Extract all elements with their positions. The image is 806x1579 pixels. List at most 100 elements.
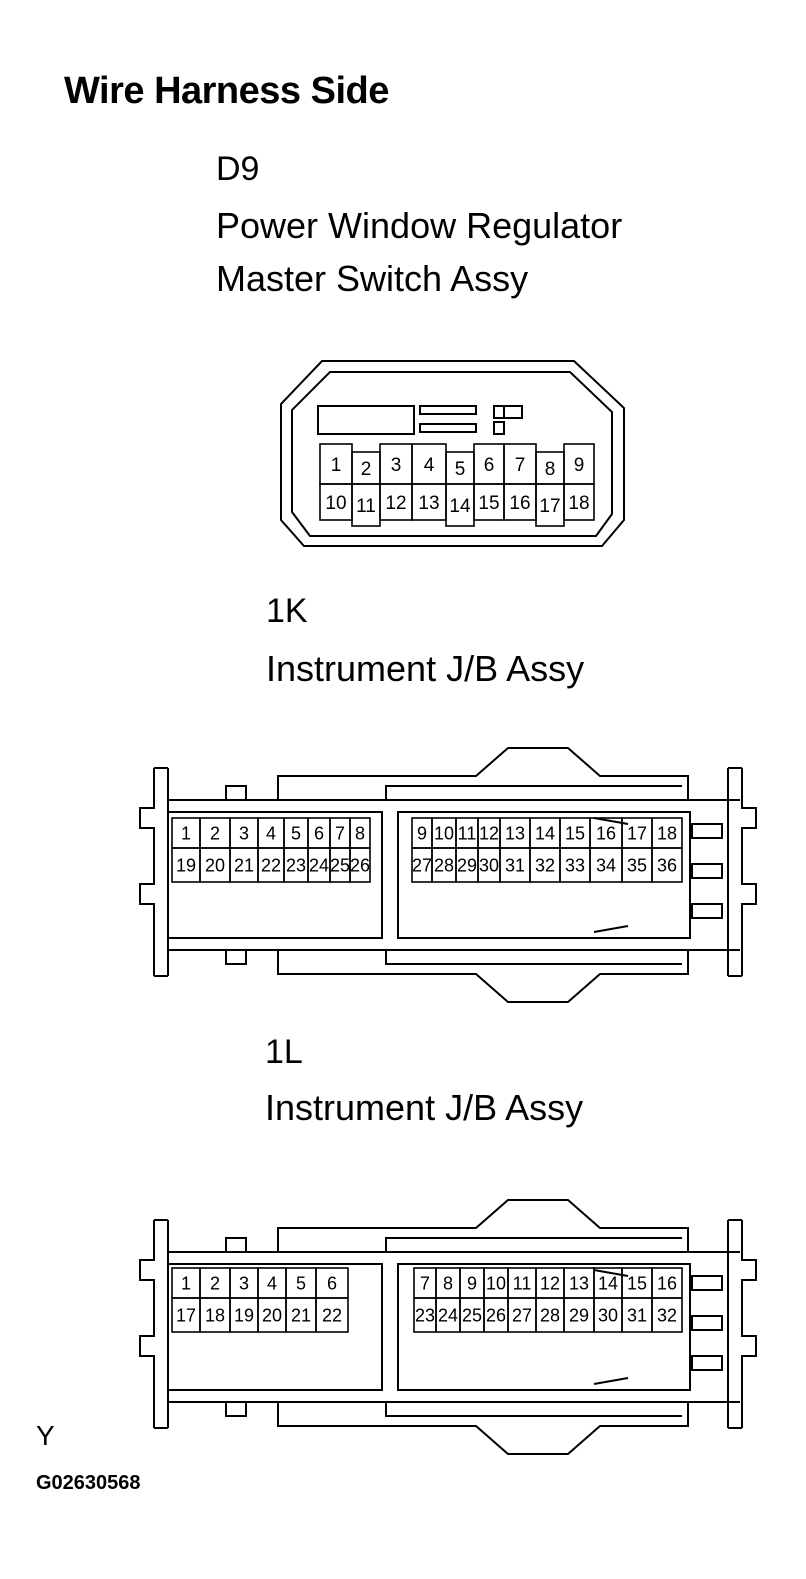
1k-terminal-19-label: 19 <box>176 855 196 875</box>
1k-terminal-20-label: 20 <box>205 855 225 875</box>
1k-terminal-9-label: 9 <box>417 823 427 843</box>
1k-terminal-2-label: 2 <box>210 823 220 843</box>
1l-terminal-1-label: 1 <box>181 1273 191 1293</box>
d9-terminal-7-label: 7 <box>515 455 526 476</box>
d9-terminal-2: 2 <box>351 451 381 485</box>
1l-terminal-32-label: 32 <box>657 1305 677 1325</box>
1l-terminal-2-label: 2 <box>210 1273 220 1293</box>
1l-terminal-20-label: 20 <box>262 1305 282 1325</box>
d9-terminal-6-label: 6 <box>484 455 495 476</box>
1l-terminal-13-label: 13 <box>569 1273 589 1293</box>
1k-terminal-26-label: 26 <box>350 855 370 875</box>
1k-terminal-13-label: 13 <box>505 823 525 843</box>
1k-terminal-21-label: 21 <box>234 855 254 875</box>
1k-terminal-24-label: 24 <box>309 855 329 875</box>
1l-terminal-29-label: 29 <box>569 1305 589 1325</box>
1l-terminal-12: 12 <box>535 1267 565 1299</box>
1l-terminal-10-label: 10 <box>486 1273 506 1293</box>
1k-terminal-3-label: 3 <box>239 823 249 843</box>
1k-terminal-36-label: 36 <box>657 855 677 875</box>
1k-terminal-31: 31 <box>499 847 531 883</box>
d9-terminal-15-label: 15 <box>478 493 499 514</box>
1k-terminal-36: 36 <box>651 847 683 883</box>
1l-terminal-21: 21 <box>285 1297 317 1333</box>
1l-terminal-13: 13 <box>563 1267 595 1299</box>
1k-terminal-23-label: 23 <box>286 855 306 875</box>
d9-terminal-18: 18 <box>563 483 595 521</box>
1k-terminal-34: 34 <box>589 847 623 883</box>
d9-terminal-3: 3 <box>379 443 413 485</box>
d9-terminal-16: 16 <box>503 483 537 521</box>
1l-terminal-2: 2 <box>199 1267 231 1299</box>
d9-terminal-14-label: 14 <box>449 496 471 517</box>
1l-terminal-23: 23 <box>413 1297 437 1333</box>
1k-terminal-11-label: 11 <box>458 823 477 843</box>
1k-terminal-1: 1 <box>171 817 201 849</box>
1k-terminal-35-label: 35 <box>627 855 647 875</box>
connector-d9-code: D9 <box>216 150 260 188</box>
1l-terminal-1: 1 <box>171 1267 201 1299</box>
1l-terminal-25-label: 25 <box>462 1305 482 1325</box>
1k-terminal-32: 32 <box>529 847 561 883</box>
1k-terminal-15-label: 15 <box>565 823 585 843</box>
figure-id: G02630568 <box>36 1472 141 1494</box>
1k-terminal-7-label: 7 <box>335 823 345 843</box>
1l-terminal-27-label: 27 <box>512 1305 532 1325</box>
d9-terminal-12-label: 12 <box>385 493 406 514</box>
d9-terminal-17-label: 17 <box>539 496 560 517</box>
1k-terminal-33: 33 <box>559 847 591 883</box>
1l-terminal-9: 9 <box>459 1267 485 1299</box>
1k-terminal-8-label: 8 <box>355 823 365 843</box>
d9-terminal-6: 6 <box>473 443 505 485</box>
1k-terminal-25: 25 <box>329 847 351 883</box>
d9-terminal-3-label: 3 <box>391 455 402 476</box>
1l-terminal-11-label: 11 <box>513 1273 532 1293</box>
1l-terminal-16: 16 <box>651 1267 683 1299</box>
connector-1l-code: 1L <box>265 1033 303 1071</box>
d9-terminal-16-label: 16 <box>509 493 530 514</box>
1l-terminal-26: 26 <box>483 1297 509 1333</box>
d9-terminal-4-label: 4 <box>424 455 435 476</box>
1l-terminal-5: 5 <box>285 1267 317 1299</box>
1l-terminal-24-label: 24 <box>438 1305 458 1325</box>
1l-terminal-15-label: 15 <box>627 1273 647 1293</box>
d9-terminal-10: 10 <box>319 483 353 521</box>
1k-terminal-35: 35 <box>621 847 653 883</box>
d9-terminal-12: 12 <box>379 483 413 521</box>
connector-1k-code: 1K <box>266 592 308 630</box>
1l-terminal-17-label: 17 <box>176 1305 196 1325</box>
1l-terminal-26-label: 26 <box>486 1305 506 1325</box>
1l-terminal-3: 3 <box>229 1267 259 1299</box>
1k-terminal-12-label: 12 <box>479 823 499 843</box>
1l-terminal-20: 20 <box>257 1297 287 1333</box>
d9-terminal-15: 15 <box>473 483 505 521</box>
1l-terminal-4-label: 4 <box>267 1273 277 1293</box>
1k-terminal-19: 19 <box>171 847 201 883</box>
1l-terminal-18-label: 18 <box>205 1305 225 1325</box>
1k-terminal-7: 7 <box>329 817 351 849</box>
1l-terminal-11: 11 <box>507 1267 537 1299</box>
1k-terminal-16-label: 16 <box>596 823 616 843</box>
1l-terminal-18: 18 <box>199 1297 231 1333</box>
1l-terminal-31: 31 <box>621 1297 653 1333</box>
d9-terminal-17: 17 <box>535 483 565 527</box>
1k-terminal-23: 23 <box>283 847 309 883</box>
connector-d9-body <box>280 360 625 547</box>
1k-terminal-14: 14 <box>529 817 561 849</box>
1k-terminal-9: 9 <box>411 817 433 849</box>
1k-terminal-1-label: 1 <box>181 823 191 843</box>
d9-terminal-8-label: 8 <box>545 459 556 480</box>
d9-terminal-18-label: 18 <box>568 493 589 514</box>
1l-terminal-27: 27 <box>507 1297 537 1333</box>
1l-terminal-6: 6 <box>315 1267 349 1299</box>
1l-terminal-22: 22 <box>315 1297 349 1333</box>
1k-terminal-28: 28 <box>431 847 457 883</box>
d9-terminal-7: 7 <box>503 443 537 485</box>
1k-terminal-10: 10 <box>431 817 457 849</box>
1k-terminal-6-label: 6 <box>314 823 324 843</box>
1k-terminal-14-label: 14 <box>535 823 555 843</box>
1l-terminal-15: 15 <box>621 1267 653 1299</box>
1k-terminal-29: 29 <box>455 847 479 883</box>
d9-terminal-1: 1 <box>319 443 353 485</box>
